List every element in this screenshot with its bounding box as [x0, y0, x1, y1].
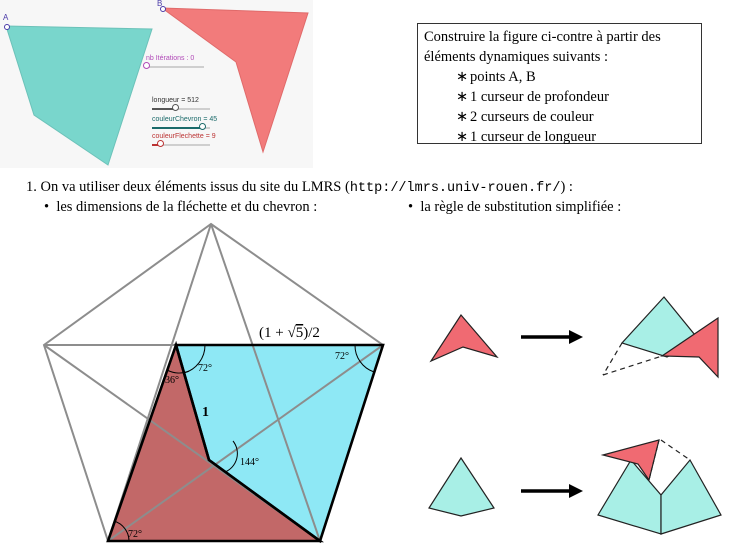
angle-arcs	[113, 344, 375, 542]
pentagon-figure: (1 + √5)/2 1 72° 72° 36° 144° 72°	[42, 222, 385, 544]
construction-screenshot: A B nb Itérations : 0 longueur = 512 cou…	[0, 0, 313, 168]
bullet-substitution: • la règle de substitution simplifiée :	[408, 199, 622, 215]
angle-bottom-label: 72°	[128, 529, 142, 540]
lmrs-url[interactable]: http://lmrs.univ-rouen.fr/	[349, 181, 561, 196]
iterations-slider-knob[interactable]	[143, 62, 150, 69]
rule-chevron-source	[428, 456, 495, 517]
screenshot-canvas	[5, 7, 309, 166]
dart-rule-dashed-bottom	[602, 355, 663, 376]
instruction-item: ∗1 curseur de profondeur	[456, 89, 609, 105]
rule-dart-chevron-part	[620, 296, 700, 358]
question-text: On va utiliser deux éléments issus du si…	[40, 179, 350, 195]
point-a-handle[interactable]	[4, 24, 10, 30]
rule-dart-source	[429, 314, 499, 363]
dart-color-slider-knob[interactable]	[157, 140, 164, 147]
angle-left-label: 36°	[165, 375, 179, 386]
bullet-dimensions: • les dimensions de la fléchette et du c…	[44, 199, 318, 215]
iterations-slider-label: nb Itérations : 0	[146, 55, 195, 62]
dart-color-slider-fill	[152, 144, 160, 146]
angle-top-label: 72°	[198, 363, 212, 374]
dart-rule-dashed-left	[602, 342, 623, 376]
question-line: 1. On va utiliser deux éléments issus du…	[26, 179, 573, 196]
instruction-item: ∗1 curseur de longueur	[456, 129, 597, 145]
unit-side-label: 1	[202, 405, 209, 420]
ratio-label: (1 + √5)/2	[259, 325, 320, 341]
chevron-color-slider-label: couleurChevron = 45	[152, 116, 218, 123]
dart-rule-arrowhead	[569, 330, 583, 344]
dart-color-slider-label: couleurFlechette = 9	[152, 133, 216, 140]
dart-substitution-rule	[429, 296, 719, 379]
instruction-item: ∗points A, B	[456, 69, 536, 85]
rule-chevron-dart-part	[600, 439, 660, 482]
rule-dart-dart-part	[660, 316, 719, 379]
iterations-slider-track[interactable]	[146, 66, 204, 68]
instruction-intro: Construire la figure ci-contre à partir …	[424, 29, 661, 65]
point-b-label: B	[157, 0, 163, 8]
tile-outlines	[106, 340, 385, 544]
chevron-shape	[176, 345, 383, 541]
length-slider-track[interactable]	[152, 108, 210, 110]
instruction-item: ∗2 curseurs de couleur	[456, 109, 594, 125]
point-a-label: A	[3, 13, 9, 22]
dart-shape	[108, 345, 320, 541]
question-number: 1.	[26, 179, 37, 195]
chevron-rule-arrowhead	[569, 484, 583, 498]
screenshot-dart	[160, 7, 309, 154]
length-slider-fill	[152, 108, 174, 110]
chevron-substitution-rule	[428, 439, 722, 535]
chevron-color-slider-knob[interactable]	[199, 123, 206, 130]
chevron-color-slider-fill	[152, 127, 200, 129]
instruction-box: Construire la figure ci-contre à partir …	[417, 23, 702, 145]
angle-right-label: 72°	[335, 351, 349, 362]
rule-chevron-right-part	[660, 458, 722, 535]
screenshot-chevron	[5, 25, 153, 166]
dart-color-slider-track[interactable]	[152, 144, 210, 146]
length-slider-label: longueur = 512	[152, 97, 199, 104]
length-slider-knob[interactable]	[172, 104, 179, 111]
chevron-rule-dashed	[660, 439, 691, 461]
angle-middle-label: 144°	[240, 457, 259, 468]
point-b-handle[interactable]	[160, 6, 166, 12]
